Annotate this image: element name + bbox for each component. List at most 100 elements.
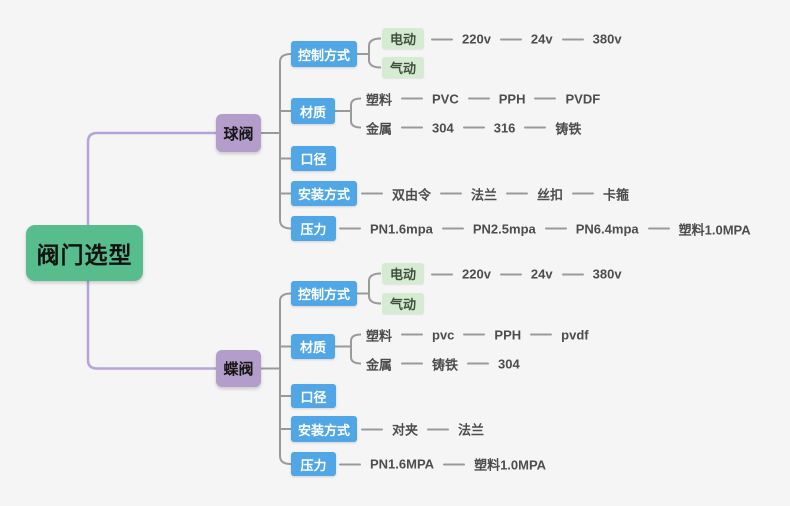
connector-dash — [561, 38, 584, 40]
electric-label: 电动 — [389, 32, 416, 47]
butterfly-voltage-24v[interactable]: 24v — [530, 266, 553, 282]
ball-plastic-pvdf[interactable]: PVDF — [565, 91, 601, 106]
butterfly-voltage-row: 220v 24v 380v — [431, 267, 622, 282]
connector-dash — [467, 362, 490, 365]
root-node-valve-selection[interactable]: 阀门选型 — [26, 225, 143, 281]
connector-dash — [401, 333, 424, 336]
butterfly-plastic-pvc[interactable]: pvc — [432, 327, 455, 342]
butterfly-leaf-electric[interactable]: 电动 — [382, 263, 424, 284]
butterfly-valve-label: 蝶阀 — [223, 361, 254, 378]
ball-metal-316[interactable]: 316 — [493, 120, 516, 135]
connector-dash — [467, 97, 490, 100]
butterfly-pressure-pn16[interactable]: PN1.6MPA — [370, 456, 435, 472]
ball-material-metal[interactable]: 金属 — [366, 121, 393, 136]
ball-install-row: 双由令 法兰 丝扣 卡箍 — [361, 184, 629, 203]
butterfly-install-wafer[interactable]: 对夹 — [392, 422, 419, 438]
ball-plastic-pph[interactable]: PPH — [498, 91, 526, 106]
ball-pressure-plastic10[interactable]: 塑料1.0MPA — [678, 222, 751, 237]
connector-dash — [534, 97, 557, 100]
connector-dash — [339, 463, 361, 465]
butterfly-install-flange[interactable]: 法兰 — [458, 422, 485, 438]
ball-material-plastic[interactable]: 塑料 — [366, 92, 393, 107]
root-label: 阀门选型 — [36, 242, 133, 268]
install-method-label: 安装方式 — [297, 187, 350, 202]
ball-install-clamp[interactable]: 卡箍 — [603, 187, 630, 202]
ball-install-union[interactable]: 双由令 — [392, 187, 432, 202]
ball-pressure-row: PN1.6mpa PN2.5mpa PN6.4mpa 塑料1.0MPA — [339, 219, 751, 238]
material-label: 材质 — [299, 104, 326, 120]
install-method-label: 安装方式 — [297, 422, 350, 438]
connector-dash — [441, 227, 464, 230]
connector-dash — [431, 273, 453, 275]
ball-topic-pressure[interactable]: 压力 — [291, 216, 336, 241]
connector-dash — [463, 333, 486, 336]
ball-metal-cast-iron[interactable]: 铸铁 — [555, 121, 582, 136]
ball-metal-304[interactable]: 304 — [432, 120, 454, 135]
connector-dash — [401, 126, 424, 129]
butterfly-topic-install-method[interactable]: 安装方式 — [291, 416, 357, 442]
pneumatic-label: 气动 — [389, 61, 416, 76]
connector-dash — [361, 192, 383, 195]
ball-pressure-pn16[interactable]: PN1.6mpa — [370, 221, 433, 236]
branch-node-butterfly-valve[interactable]: 蝶阀 — [216, 350, 261, 387]
material-label: 材质 — [299, 340, 326, 355]
ball-plastic-row: 塑料 PVC PPH PVDF — [366, 89, 600, 108]
butterfly-plastic-pvdf[interactable]: pvdf — [561, 327, 589, 342]
ball-voltage-24v[interactable]: 24v — [530, 31, 553, 47]
ball-topic-material[interactable]: 材质 — [291, 98, 335, 124]
butterfly-topic-material[interactable]: 材质 — [291, 334, 335, 359]
ball-leaf-pneumatic[interactable]: 气动 — [382, 57, 424, 78]
connector-dash — [530, 333, 553, 336]
butterfly-topic-diameter[interactable]: 口径 — [291, 384, 336, 408]
butterfly-topic-control-method[interactable]: 控制方式 — [291, 281, 357, 306]
ball-install-flange[interactable]: 法兰 — [471, 187, 498, 202]
butterfly-voltage-380v[interactable]: 380v — [592, 266, 622, 282]
ball-topic-control-method[interactable]: 控制方式 — [291, 41, 357, 67]
connector-dash — [572, 192, 595, 195]
butterfly-pressure-plastic10[interactable]: 塑料1.0MPA — [474, 457, 547, 473]
butterfly-material-plastic[interactable]: 塑料 — [366, 328, 393, 343]
connector-dash — [499, 273, 522, 275]
butterfly-material-metal[interactable]: 金属 — [366, 357, 393, 372]
ball-voltage-380v[interactable]: 380v — [592, 31, 622, 47]
ball-leaf-electric[interactable]: 电动 — [382, 28, 424, 49]
control-method-label: 控制方式 — [297, 287, 350, 302]
ball-pressure-pn64[interactable]: PN6.4mpa — [575, 221, 639, 236]
branch-connectors — [261, 37, 382, 465]
ball-metal-row: 金属 304 316 铸铁 — [366, 118, 581, 137]
butterfly-leaf-pneumatic[interactable]: 气动 — [382, 293, 424, 314]
butterfly-plastic-row: 塑料 pvc PPH pvdf — [366, 325, 589, 344]
ball-topic-install-method[interactable]: 安装方式 — [291, 181, 357, 206]
connector-dash — [401, 97, 424, 100]
pressure-label: 压力 — [300, 222, 327, 237]
butterfly-plastic-pph[interactable]: PPH — [494, 327, 522, 342]
pressure-label: 压力 — [300, 457, 327, 473]
connector-dash — [499, 38, 522, 40]
connector-dash — [506, 192, 529, 195]
ball-voltage-220v[interactable]: 220v — [462, 31, 491, 47]
connector-dash — [544, 227, 567, 230]
diameter-label: 口径 — [300, 152, 327, 167]
connector-dash — [361, 428, 383, 430]
connector-dash — [524, 126, 547, 129]
butterfly-voltage-220v[interactable]: 220v — [462, 266, 491, 282]
connector-dash — [339, 227, 361, 230]
butterfly-topic-pressure[interactable]: 压力 — [291, 452, 336, 476]
connector-dash — [440, 192, 463, 195]
ball-topic-diameter[interactable]: 口径 — [291, 146, 336, 171]
ball-install-thread[interactable]: 丝扣 — [537, 187, 564, 202]
connector-dash — [431, 38, 453, 40]
ball-pressure-pn25[interactable]: PN2.5mpa — [472, 221, 536, 236]
ball-voltage-row: 220v 24v 380v — [431, 32, 622, 47]
diameter-label: 口径 — [300, 389, 327, 405]
ball-plastic-pvc[interactable]: PVC — [432, 91, 459, 106]
branch-node-ball-valve[interactable]: 球阀 — [216, 114, 261, 152]
ball-valve-label: 球阀 — [223, 125, 254, 143]
butterfly-metal-304[interactable]: 304 — [498, 356, 520, 371]
butterfly-metal-cast-iron[interactable]: 铸铁 — [432, 357, 459, 372]
connector-dash — [401, 362, 424, 365]
pneumatic-label: 气动 — [389, 297, 416, 312]
connector-dash — [647, 227, 670, 230]
connector-dash — [462, 126, 485, 129]
